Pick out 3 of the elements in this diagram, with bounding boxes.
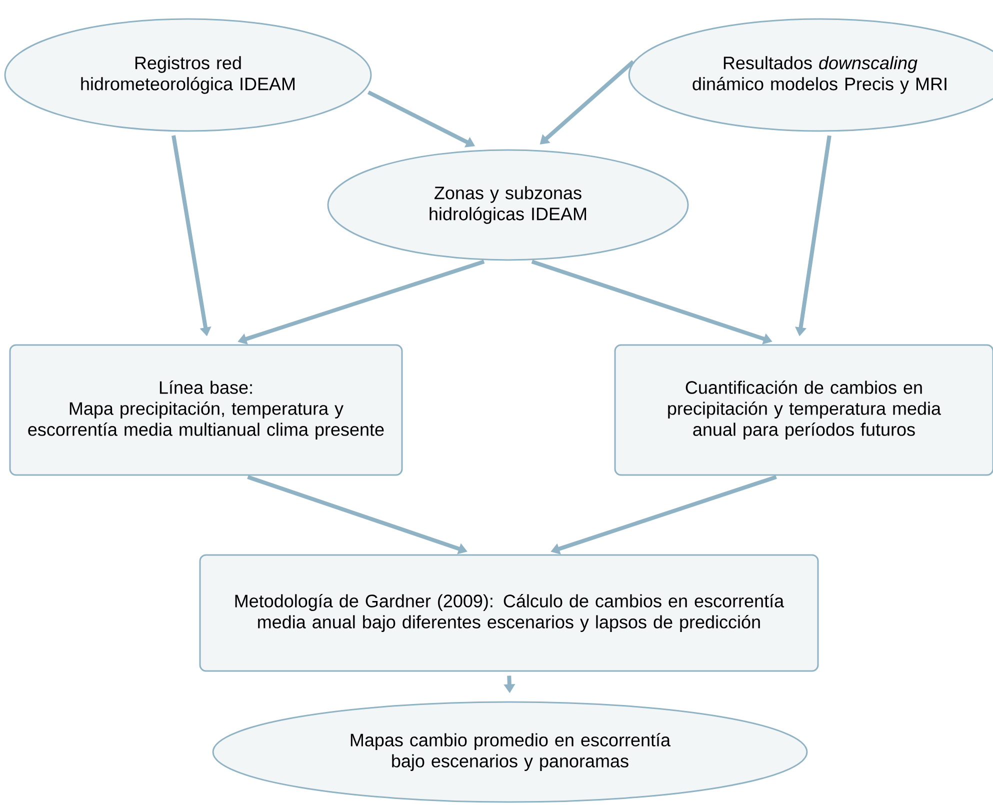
process-box: Metodología de Gardner (2009): Cálculo de cambios en escorrentía media anual bajo diferentes escenarios y lapsos de predicción: [199, 554, 819, 672]
process-box: Línea base: Mapa precipitación, temperatura y escorrentía media multianual clima presente: [9, 344, 403, 476]
process-box: Cuantificación de cambios en precipitación y temperatura media anual para períodos futuros: [614, 344, 993, 476]
